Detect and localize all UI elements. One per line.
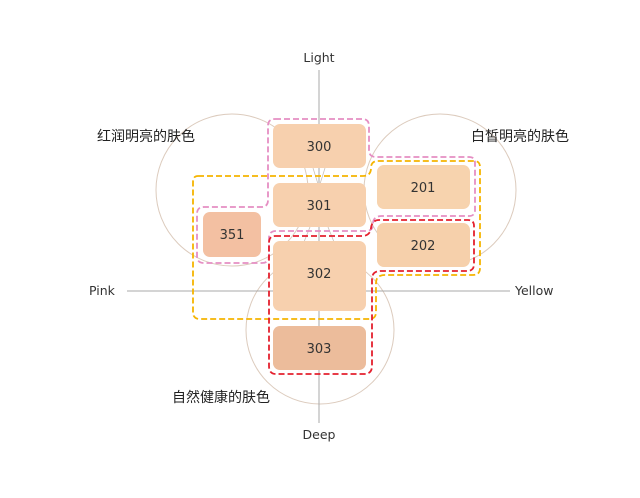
axis-label-pink: Pink: [89, 283, 116, 298]
shade-code-303: 303: [307, 342, 332, 357]
swatch-201[interactable]: [377, 165, 470, 209]
axis-label-yellow: Yellow: [514, 283, 553, 298]
swatch-300[interactable]: [273, 124, 366, 168]
axis-label-light: Light: [303, 50, 334, 65]
border-natural: [268, 219, 475, 375]
shade-code-300: 300: [307, 140, 332, 155]
swatch-301[interactable]: [273, 183, 366, 227]
shade-code-302: 302: [307, 267, 332, 282]
shade-code-202: 202: [411, 239, 436, 254]
shade-code-351: 351: [220, 228, 245, 243]
swatch-202[interactable]: [377, 223, 470, 267]
border-fair: [192, 160, 481, 320]
shade-swatches: [203, 124, 470, 370]
shade-code-301: 301: [307, 199, 332, 214]
axis-label-deep: Deep: [303, 427, 336, 442]
group-label-rosy: 红润明亮的肤色: [97, 128, 195, 145]
swatch-302[interactable]: [273, 241, 366, 311]
swatch-303[interactable]: [273, 326, 366, 370]
group-borders: [192, 118, 481, 375]
swatch-351[interactable]: [203, 212, 261, 257]
shade-code-201: 201: [411, 181, 436, 196]
group-label-natural: 自然健康的肤色: [172, 389, 270, 406]
shade-labels: 300 301 302 303 351 201 202: [220, 140, 436, 357]
group-label-fair: 白皙明亮的肤色: [471, 128, 569, 145]
